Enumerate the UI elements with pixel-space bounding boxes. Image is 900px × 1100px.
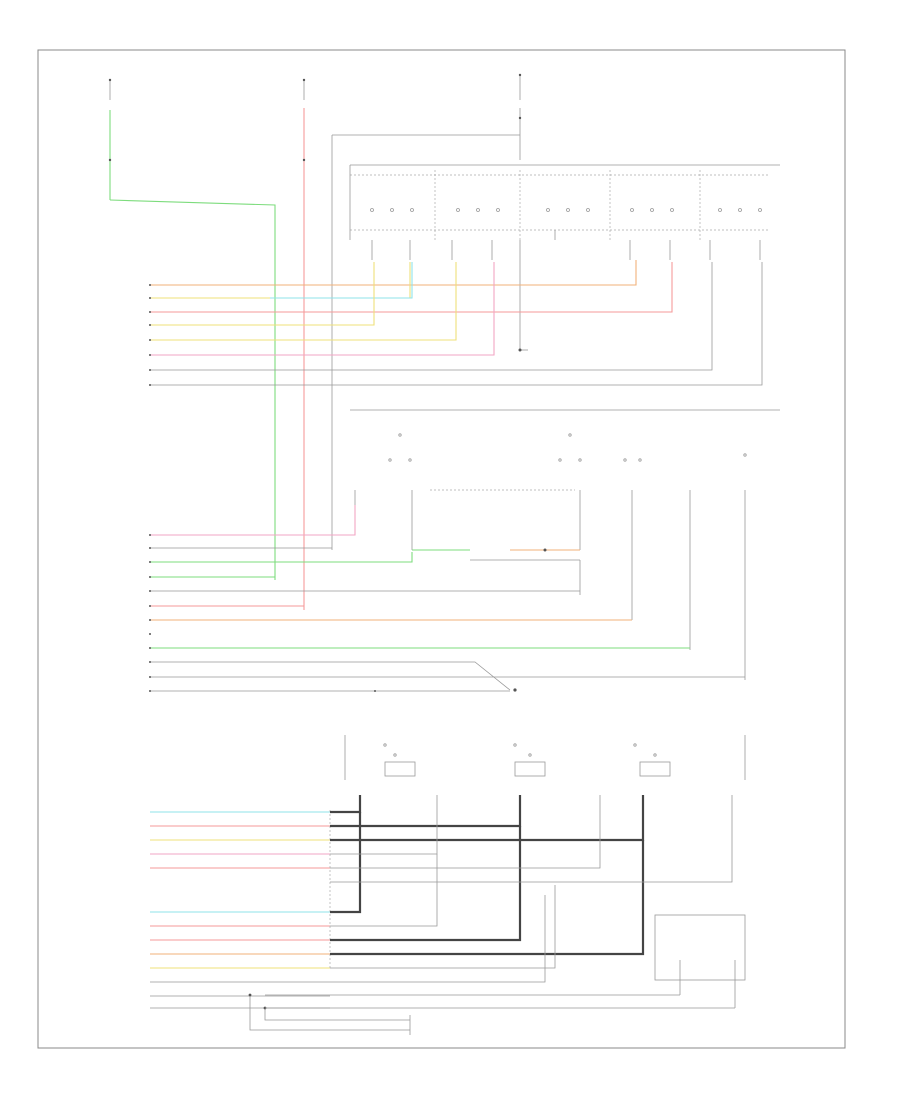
- seat-switch-middle: [350, 409, 780, 680]
- connector-rows-middle: [149, 534, 151, 692]
- middle-harness-wires: [150, 505, 745, 692]
- lower-heavy-wires: [330, 795, 733, 983]
- lower-harness-stubs: [150, 810, 331, 1009]
- ground-top: [518, 348, 528, 352]
- seat-switch-top: [349, 164, 780, 350]
- power-source-right: [331, 73, 522, 550]
- top-harness-wires: [150, 260, 763, 386]
- wire-green-feed: [109, 199, 276, 580]
- relay-box: [248, 914, 746, 1035]
- diagram-border: [37, 49, 846, 1049]
- seat-motor-block: [344, 735, 746, 810]
- power-source-left: [108, 78, 112, 200]
- connector-rows-top: [149, 284, 151, 386]
- power-source-center: [302, 78, 306, 610]
- ground-middle: [374, 688, 517, 692]
